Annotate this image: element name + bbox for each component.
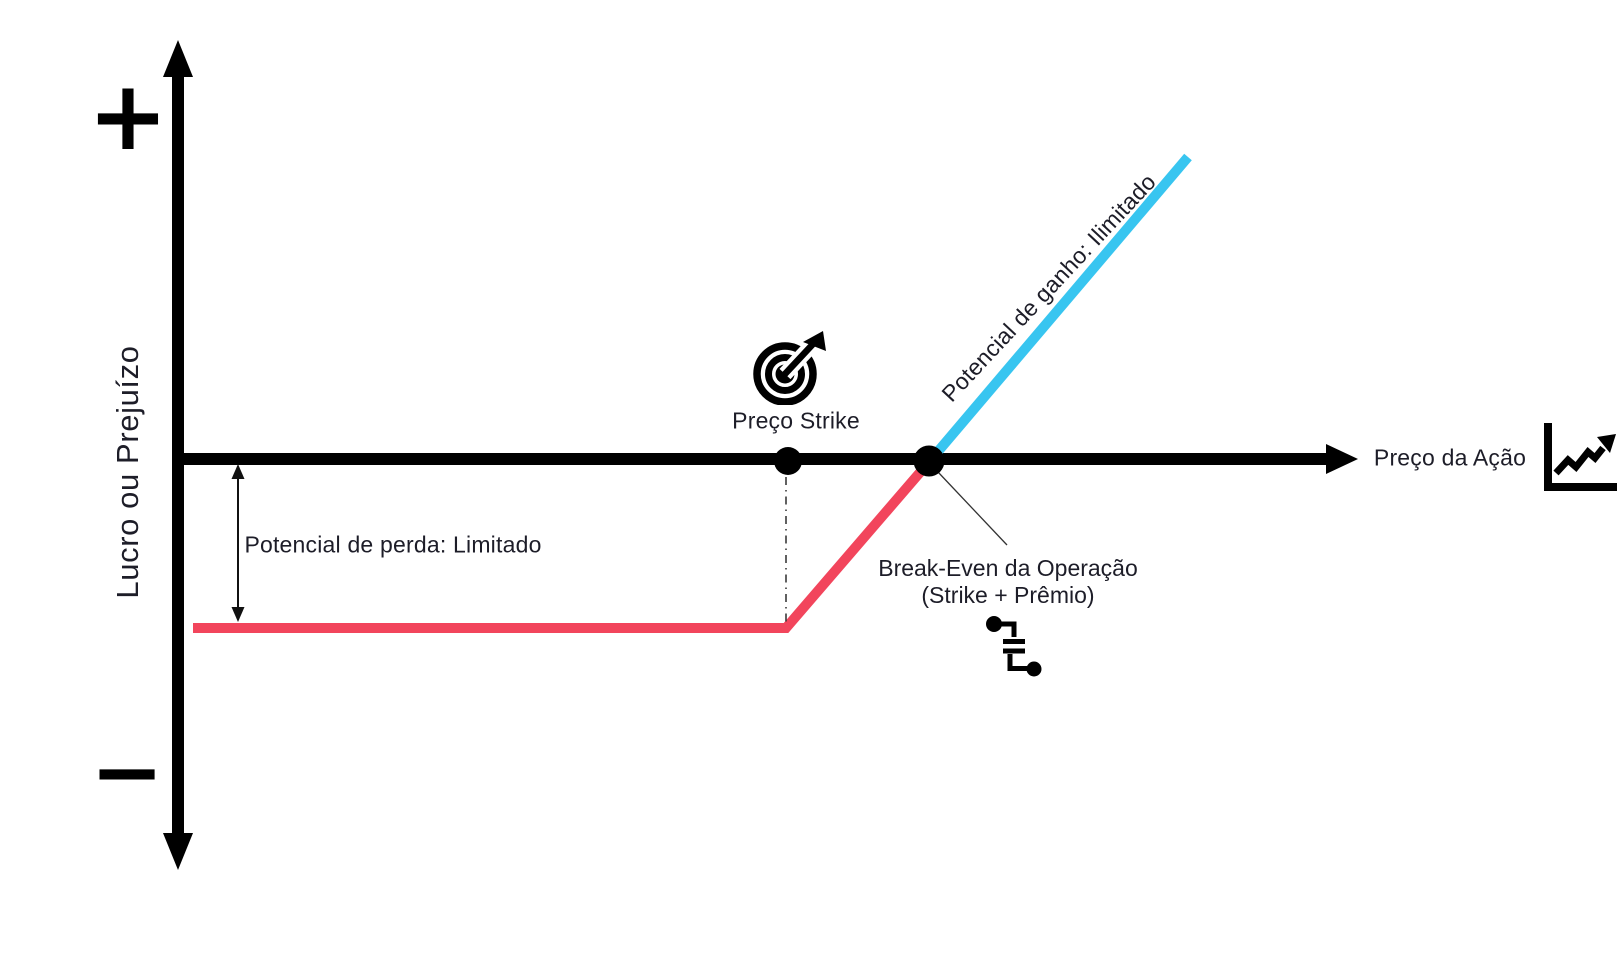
break-even-label-line2: (Strike + Prêmio) bbox=[921, 582, 1095, 608]
x-axis-arrow-right-icon bbox=[1326, 444, 1358, 474]
strike-point-dot bbox=[774, 447, 802, 475]
loss-depth-arrow-up-icon bbox=[231, 464, 245, 479]
break-even-callout-line bbox=[937, 471, 1008, 546]
y-axis-arrow-down-icon bbox=[163, 833, 193, 870]
plus-symbol: + bbox=[87, 60, 169, 172]
minus-symbol: − bbox=[90, 720, 164, 823]
break-even-label: Break-Even da Operação (Strike + Prêmio) bbox=[878, 555, 1138, 609]
line-chart-icon bbox=[1544, 423, 1617, 491]
x-axis-label: Preço da Ação bbox=[1373, 444, 1527, 471]
y-axis-arrow-up-icon bbox=[163, 40, 193, 77]
target-icon bbox=[753, 330, 828, 405]
y-axis-label: Lucro ou Prejuízo bbox=[110, 345, 145, 599]
broken-connection-icon bbox=[986, 616, 1042, 677]
loss-potential-label: Potencial de perda: Limitado bbox=[244, 531, 542, 558]
strike-label: Preço Strike bbox=[732, 407, 860, 434]
payoff-loss-segment bbox=[193, 458, 933, 633]
payoff-gain-segment bbox=[925, 153, 1192, 466]
break-even-label-line1: Break-Even da Operação bbox=[878, 555, 1138, 581]
loss-depth-arrow-down-icon bbox=[231, 607, 245, 622]
break-even-point-dot bbox=[913, 445, 945, 477]
